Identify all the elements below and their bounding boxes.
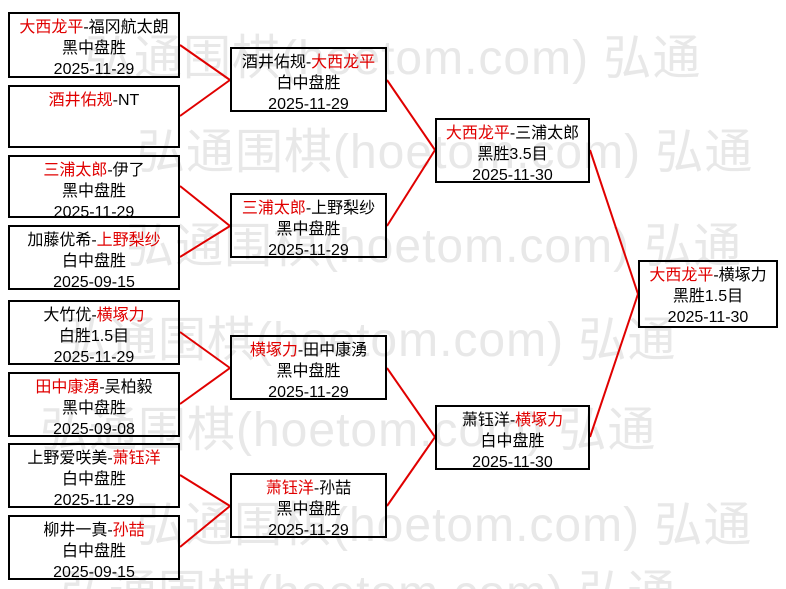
- connector-line: [179, 505, 231, 548]
- match-result: 黑中盘胜: [276, 363, 341, 380]
- match-result: 黑中盘胜: [61, 400, 126, 417]
- watermark-text: 弘通围棋(hoetom.com) 弘通: [85, 32, 702, 85]
- match-result: 黑中盘胜: [276, 221, 341, 238]
- connector-line: [386, 149, 436, 227]
- match-result: 黑中盘胜: [61, 183, 126, 200]
- match-players: 三浦太郎-上野梨纱: [241, 200, 376, 217]
- match-date: 2025-11-29: [268, 96, 349, 113]
- match-box-r2-4[interactable]: 萧钰洋-孙喆 黑中盘胜 2025-11-29: [230, 473, 387, 539]
- match-box-r1-7[interactable]: 上野爱咲美-萧钰洋 白中盘胜 2025-11-29: [8, 443, 180, 509]
- connector-line: [179, 185, 231, 227]
- match-box-final[interactable]: 大西龙平-横塚力 黑胜1.5目 2025-11-30: [638, 260, 778, 328]
- match-date: 2025-11-29: [268, 384, 349, 401]
- match-players: 田中康湧-吴柏毅: [35, 379, 153, 396]
- match-result: 黑中盘胜: [61, 40, 126, 57]
- match-result: 白胜1.5目: [58, 328, 130, 345]
- watermark-text: 弘通围棋(hoetom.com) 弘通: [60, 568, 676, 589]
- watermark-text: 弘通围棋(hoetom.com) 弘通: [137, 126, 754, 179]
- match-date: 2025-11-29: [53, 349, 135, 366]
- match-box-r1-5[interactable]: 大竹优-横塚力 白胜1.5目 2025-11-29: [8, 300, 180, 366]
- match-box-r1-4[interactable]: 加藤优希-上野梨纱 白中盘胜 2025-09-15: [8, 225, 180, 291]
- match-box-r2-2[interactable]: 三浦太郎-上野梨纱 黑中盘胜 2025-11-29: [230, 193, 387, 259]
- match-date: 2025-11-30: [667, 309, 749, 326]
- match-date: 2025-11-30: [472, 454, 553, 471]
- match-players: 三浦太郎-伊了: [43, 162, 145, 179]
- match-box-r1-2[interactable]: 酒井佑规-NT: [8, 85, 180, 148]
- watermark-text: 弘通围棋(hoetom.com) 弘通: [136, 499, 753, 552]
- match-result: 黑中盘胜: [276, 501, 341, 518]
- match-box-r1-6[interactable]: 田中康湧-吴柏毅 黑中盘胜 2025-09-08: [8, 372, 180, 438]
- match-players: 酒井佑规-大西龙平: [241, 54, 376, 71]
- match-result: 黑胜3.5目: [477, 146, 548, 163]
- connector-line: [589, 293, 639, 438]
- connector-line: [179, 331, 231, 369]
- match-box-r1-8[interactable]: 柳井一真-孙喆 白中盘胜 2025-09-15: [8, 515, 180, 581]
- match-date: 2025-11-29: [53, 204, 135, 221]
- match-date: 2025-09-15: [53, 564, 135, 581]
- match-result: 白中盘胜: [61, 543, 126, 560]
- match-box-r1-3[interactable]: 三浦太郎-伊了 黑中盘胜 2025-11-29: [8, 155, 180, 221]
- match-result: 白中盘胜: [61, 253, 126, 270]
- match-date: 2025-09-15: [53, 274, 135, 291]
- match-result: 白中盘胜: [480, 433, 545, 450]
- match-result: 白中盘胜: [61, 471, 126, 488]
- match-date: 2025-11-30: [472, 167, 553, 184]
- match-players: 柳井一真-孙喆: [43, 522, 145, 539]
- match-box-sf-1[interactable]: 大西龙平-三浦太郎 黑胜3.5目 2025-11-30: [435, 118, 590, 184]
- match-date: 2025-11-29: [53, 492, 135, 509]
- match-box-r1-1[interactable]: 大西龙平-福冈航太朗 黑中盘胜 2025-11-29: [8, 12, 180, 78]
- match-players: 萧钰洋-孙喆: [265, 480, 352, 497]
- match-players: 大西龙平-三浦太郎: [445, 125, 580, 142]
- connector-line: [386, 367, 436, 438]
- match-players: 加藤优希-上野梨纱: [27, 232, 161, 249]
- match-date: 2025-11-29: [53, 61, 135, 78]
- match-box-r2-3[interactable]: 横塚力-田中康湧 黑中盘胜 2025-11-29: [230, 335, 387, 401]
- match-result: 黑胜1.5目: [672, 288, 744, 305]
- match-players: 大西龙平-福冈航太朗: [19, 19, 169, 36]
- connector-line: [179, 225, 231, 258]
- connector-line: [179, 367, 231, 405]
- connector-line: [179, 44, 231, 81]
- connector-line: [386, 79, 436, 151]
- match-box-sf-2[interactable]: 萧钰洋-横塚力 白中盘胜 2025-11-30: [435, 405, 590, 471]
- watermark-text: 弘通围棋(hoetom.com) 弘通: [60, 314, 677, 367]
- match-players: 酒井佑规-NT: [48, 92, 140, 109]
- match-players: 大西龙平-横塚力: [649, 267, 767, 284]
- watermark-text: 弘通围棋(hoetom.com) 弘通: [40, 404, 657, 457]
- match-date: 2025-11-29: [268, 242, 349, 259]
- connector-line: [179, 79, 231, 117]
- match-result: 白中盘胜: [276, 75, 341, 92]
- connector-line: [386, 436, 436, 507]
- match-players: 萧钰洋-横塚力: [461, 412, 564, 429]
- connector-line: [179, 474, 231, 507]
- match-date: 2025-11-29: [268, 522, 349, 539]
- match-players: 大竹优-横塚力: [43, 307, 145, 324]
- match-box-r2-1[interactable]: 酒井佑规-大西龙平 白中盘胜 2025-11-29: [230, 47, 387, 113]
- match-players: 上野爱咲美-萧钰洋: [27, 450, 161, 467]
- match-date: 2025-09-08: [53, 421, 135, 438]
- match-players: 横塚力-田中康湧: [249, 342, 368, 359]
- connector-line: [589, 149, 639, 295]
